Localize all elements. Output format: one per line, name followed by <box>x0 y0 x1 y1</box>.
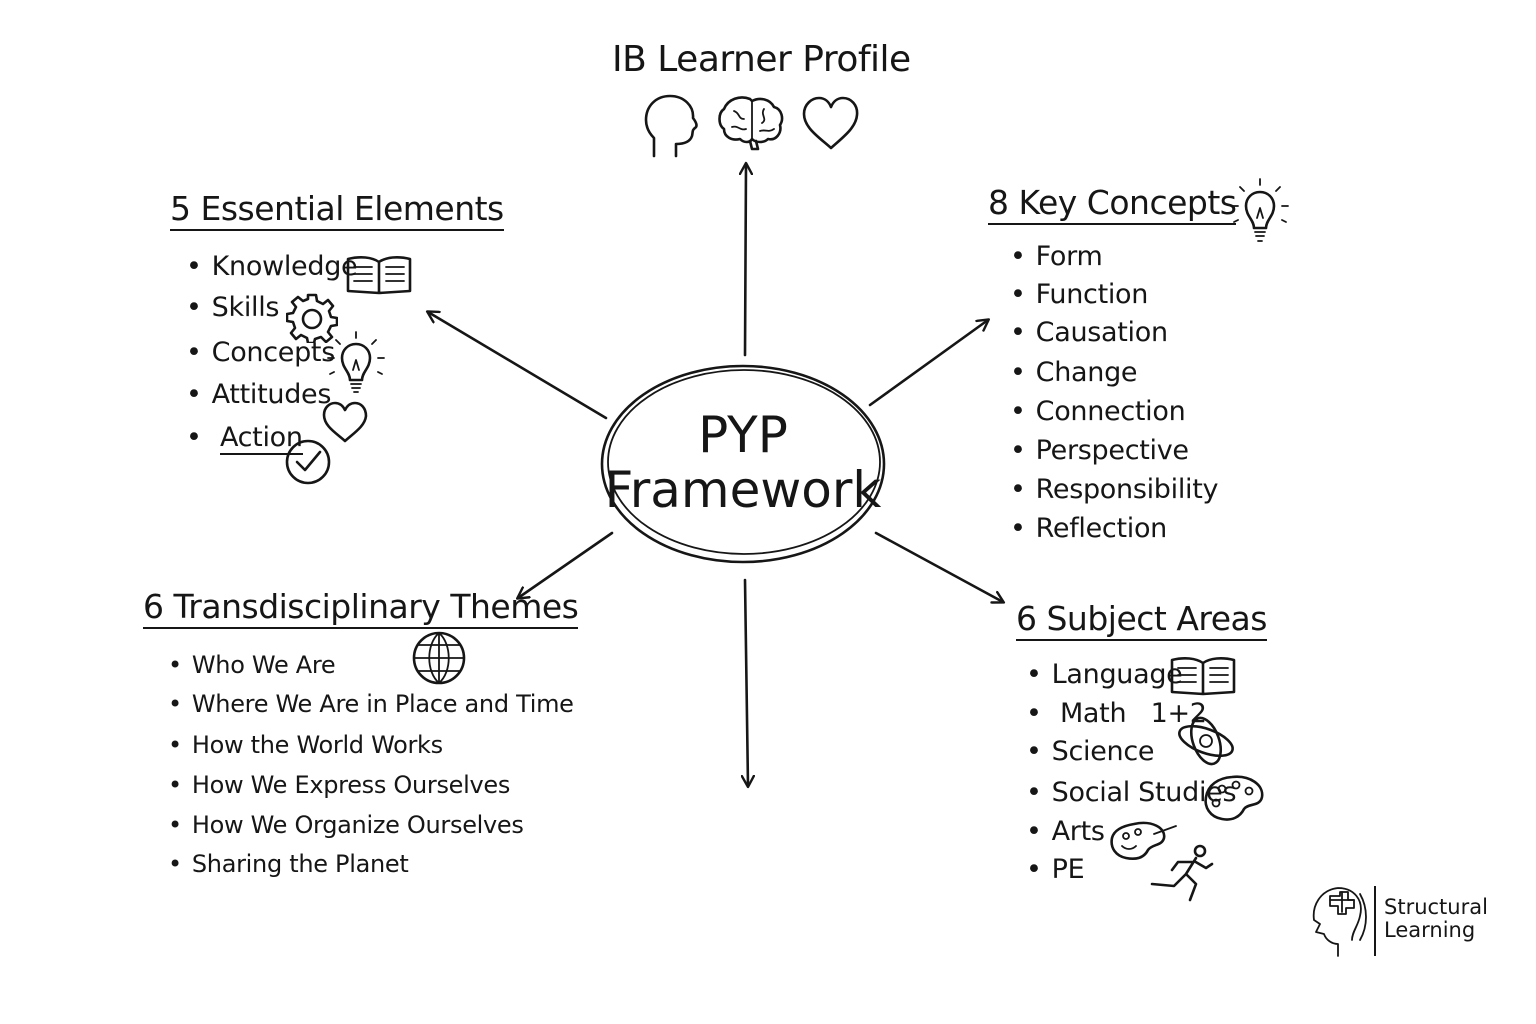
arrow-to-subjects <box>874 531 1003 602</box>
palette-icon <box>1204 775 1264 821</box>
subject-language: Language <box>1026 661 1183 688</box>
heart-icon-attitudes <box>322 401 368 443</box>
key-concept-change: Change <box>1010 359 1138 386</box>
gear-icon <box>286 293 338 343</box>
subject-math-label: Math <box>1059 698 1127 729</box>
subject-math: Math 1+2 <box>1026 700 1207 727</box>
theme-sharing-planet: Sharing the Planet <box>168 852 409 876</box>
palette-icon-arts <box>1110 821 1177 861</box>
arrow-to-key-concepts <box>868 320 988 407</box>
subject-science: Science <box>1026 738 1155 765</box>
center-ellipse-outer <box>607 369 881 555</box>
brain-icon <box>718 96 784 151</box>
checkmark-icon <box>285 439 331 485</box>
key-concept-form: Form <box>1010 243 1103 270</box>
subject-pe: PE <box>1026 856 1085 883</box>
atom-icon <box>1178 716 1234 766</box>
head-icon <box>644 94 698 158</box>
center-line-1: PYP <box>698 406 788 464</box>
essential-item-attitudes: Attitudes <box>186 381 332 408</box>
theme-express-ourselves: How We Express Ourselves <box>168 773 511 797</box>
center-ellipse <box>600 364 886 564</box>
subject-arts: Arts <box>1026 818 1105 845</box>
essential-elements-title: 5 Essential Elements <box>170 192 504 231</box>
brand-line-1: Structural <box>1384 895 1488 919</box>
action-label: Action <box>219 422 303 455</box>
lightbulb-icon <box>327 331 385 393</box>
theme-world-works: How the World Works <box>168 733 443 757</box>
key-concept-responsibility: Responsibility <box>1010 476 1219 503</box>
center-title: PYP Framework <box>593 408 893 518</box>
center-line-2: Framework <box>604 461 882 519</box>
theme-organize-ourselves: How We Organize Ourselves <box>168 813 524 837</box>
arrow-to-essential-elements <box>428 312 608 420</box>
essential-item-action: Action <box>186 422 303 455</box>
lightbulb-icon-key-concepts <box>1231 178 1289 242</box>
book-icon-language <box>1170 657 1236 696</box>
book-icon <box>346 256 412 295</box>
essential-item-skills: Skills <box>186 294 280 321</box>
runner-icon <box>1150 844 1214 902</box>
key-concept-reflection: Reflection <box>1010 515 1168 542</box>
theme-place-and-time: Where We Are in Place and Time <box>168 692 574 716</box>
arrow-to-themes <box>518 531 614 598</box>
essential-item-knowledge: Knowledge <box>186 253 358 280</box>
key-concept-causation: Causation <box>1010 319 1168 346</box>
brand-line-2: Learning <box>1384 918 1476 943</box>
arrow-down <box>745 578 748 786</box>
key-concepts-title: 8 Key Concepts <box>988 186 1237 225</box>
key-concept-connection: Connection <box>1010 398 1186 425</box>
arrow-to-learner-profile <box>745 164 746 357</box>
brand-head-icon <box>1312 887 1367 957</box>
themes-title: 6 Transdisciplinary Themes <box>143 590 579 629</box>
theme-who-we-are: Who We Are <box>168 653 336 677</box>
heart-icon <box>802 96 859 150</box>
essential-item-concepts: Concepts <box>186 339 336 366</box>
globe-icon <box>412 631 466 685</box>
key-concept-perspective: Perspective <box>1010 437 1189 464</box>
math-note: 1+2 <box>1150 698 1207 729</box>
learner-profile-title: IB Learner Profile <box>612 39 911 80</box>
brand-text: Structural Learning <box>1384 895 1488 943</box>
brand-divider <box>1374 886 1376 956</box>
key-concept-function: Function <box>1010 281 1149 308</box>
subjects-title: 6 Subject Areas <box>1016 602 1267 641</box>
